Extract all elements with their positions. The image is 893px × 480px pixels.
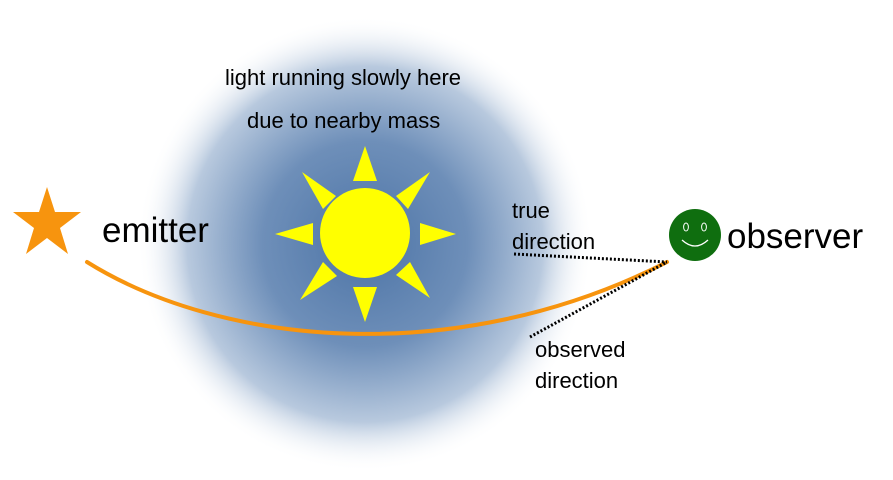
light-path — [85, 260, 669, 336]
smiley-face-icon — [669, 209, 721, 261]
mass-caption-line2: due to nearby mass — [247, 108, 441, 133]
emitter-label: emitter — [102, 211, 209, 250]
true-direction-label-line1: true — [512, 198, 550, 223]
true-direction-line — [513, 252, 668, 264]
observed-direction-label-line1: observed — [535, 337, 626, 362]
star-icon — [13, 187, 81, 254]
true-direction-label-line2: direction — [512, 229, 596, 254]
mass-caption-line1: light running slowly here — [225, 65, 462, 90]
sun-icon — [275, 146, 456, 322]
observer-label: observer — [727, 217, 864, 256]
observed-direction-label-line2: direction — [535, 368, 619, 393]
